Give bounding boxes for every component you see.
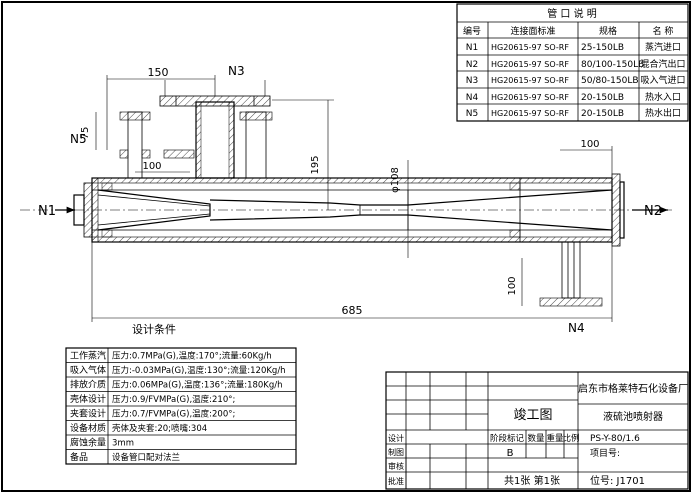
nozzle-table-header: 连接面标准 <box>510 25 555 37</box>
nozzle-table-title: 管 口 说 明 <box>547 7 597 20</box>
sheet-count: 共1张 第1张 <box>504 474 560 487</box>
title-block-role-label: 制图 <box>388 447 404 457</box>
nozzle-table-cell: 吸入气进口 <box>640 74 685 86</box>
nozzle-table-cell: 热水入口 <box>645 91 681 103</box>
drawing-number: PS-Y-80/1.6 <box>590 434 640 444</box>
label-n4: N4 <box>568 321 585 335</box>
nozzle-table-cell: N5 <box>466 109 478 119</box>
nozzle-table-cell: 热水出口 <box>645 107 681 119</box>
ejector-drawing <box>20 80 672 307</box>
design-condition-value: 3mm <box>112 439 134 449</box>
nozzle-table-cell: N1 <box>466 43 478 53</box>
design-conditions-title: 设计条件 <box>132 322 176 336</box>
design-condition-label: 排放介质 <box>70 379 106 391</box>
position-number: 位号: J1701 <box>590 474 645 487</box>
design-condition-value: 压力:0.7/FVMPa(G),温度:200°; <box>112 409 235 420</box>
title-block-column-header: 数量 <box>527 433 545 444</box>
title-block-role-label: 设计 <box>388 433 404 443</box>
dim-100-top: 100 <box>142 161 161 172</box>
dim-195: 195 <box>310 155 321 174</box>
nozzle-table-header: 规格 <box>599 25 617 37</box>
design-condition-label: 腐蚀余量 <box>70 437 106 449</box>
design-condition-label: 设备材质 <box>70 422 106 434</box>
nozzle-table-cell: N4 <box>466 93 479 103</box>
label-n1: N1 <box>38 204 56 219</box>
nozzle-table-cell: HG20615-97 SO-RF <box>491 43 569 52</box>
title-block-role-label: 审核 <box>388 461 404 471</box>
label-n2: N2 <box>644 204 662 219</box>
nozzle-table-cell: 20-150LB <box>581 93 624 103</box>
nozzle-table-header: 名 称 <box>653 25 674 37</box>
n4-nozzle <box>561 241 581 299</box>
project-number: 项目号: <box>590 448 620 459</box>
design-condition-value: 压力:0.7MPa(G),温度:170°;流量:60Kg/h <box>112 351 272 362</box>
nozzle-table-cell: 混合汽出口 <box>640 58 685 70</box>
nozzle-table-cell: 蒸汽进口 <box>645 41 681 53</box>
label-n3: N3 <box>228 64 245 78</box>
product-name: 液硫池喷射器 <box>603 410 663 423</box>
nozzle-labels: N1 N2 N3 N4 N5 <box>38 64 662 335</box>
dim-100-right: 100 <box>580 139 599 150</box>
nozzle-table-cell: HG20615-97 SO-RF <box>491 76 569 85</box>
nozzle-table-cell: 20-150LB <box>581 109 624 119</box>
design-condition-value: 压力:0.06MPa(G),温度:136°;流量:180Kg/h <box>112 380 283 391</box>
drawing-type: 竣工图 <box>513 408 552 423</box>
design-condition-label: 吸入气体 <box>70 364 106 376</box>
design-condition-label: 备品 <box>70 451 88 463</box>
design-condition-value: 设备管口配对法兰 <box>112 452 180 463</box>
dim-150: 150 <box>148 66 169 79</box>
label-n5: N5 <box>70 132 87 146</box>
title-block-column-header: 阶段标记 <box>490 433 525 444</box>
dim-685: 685 <box>342 304 363 317</box>
nozzle-table-cell: N3 <box>466 76 478 86</box>
design-condition-label: 夹套设计 <box>70 408 106 420</box>
nozzle-table-cell: 80/100-150LB <box>581 60 644 70</box>
dim-75: 75 <box>80 127 91 140</box>
design-condition-label: 壳体设计 <box>70 393 106 405</box>
design-conditions: 设计条件 工作蒸汽压力:0.7MPa(G),温度:170°;流量:60Kg/h 吸… <box>65 322 297 465</box>
design-condition-value: 压力:0.9/FVMPa(G),温度:210°; <box>112 394 235 405</box>
title-block-role-label: 批准 <box>388 476 404 486</box>
title-block-column-header: 比例 <box>562 433 579 444</box>
dim-phi108: φ108 <box>390 167 401 193</box>
design-condition-value: 壳体及夹套:20;喷嘴:304 <box>112 423 207 434</box>
nozzle-table-cell: 50/80-150LB <box>581 76 639 86</box>
nozzle-table-cell: HG20615-97 SO-RF <box>491 93 569 102</box>
title-block-column-header: 重量 <box>546 433 564 444</box>
stage-mark: B <box>507 448 514 459</box>
nozzle-table-cell: N2 <box>466 60 478 70</box>
dim-100-bottom: 100 <box>507 276 518 295</box>
nozzle-table-cell: HG20615-97 SO-RF <box>491 109 569 118</box>
design-condition-value: 压力:-0.03MPa(G),温度:130°;流量:120Kg/h <box>112 365 286 376</box>
nozzle-table-cell: HG20615-97 SO-RF <box>491 60 569 69</box>
dimensions: 150 75 100 195 φ108 100 100 685 <box>80 66 613 322</box>
title-block: 启东市格莱特石化设备厂 竣工图 液硫池喷射器 设计制图审核批准 阶段标记数量重量… <box>385 371 689 490</box>
nozzle-table-header: 编号 <box>463 25 481 37</box>
nozzle-table-cell: 25-150LB <box>581 43 624 53</box>
design-condition-label: 工作蒸汽 <box>70 350 106 362</box>
n3-nozzle <box>195 101 235 179</box>
company-name: 启东市格莱特石化设备厂 <box>578 382 688 395</box>
